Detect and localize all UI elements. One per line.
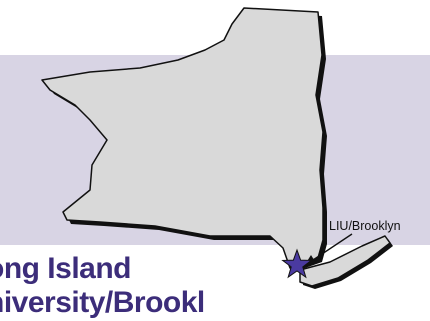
title-line-1: ong Island <box>0 252 132 285</box>
callout-line <box>309 233 353 263</box>
long-island <box>299 235 391 287</box>
state-outline <box>41 7 324 269</box>
star-icon <box>281 248 313 279</box>
title-line-2: niversity/Brookl <box>0 286 205 319</box>
map-marker-label: LIU/Brooklyn <box>329 219 401 233</box>
